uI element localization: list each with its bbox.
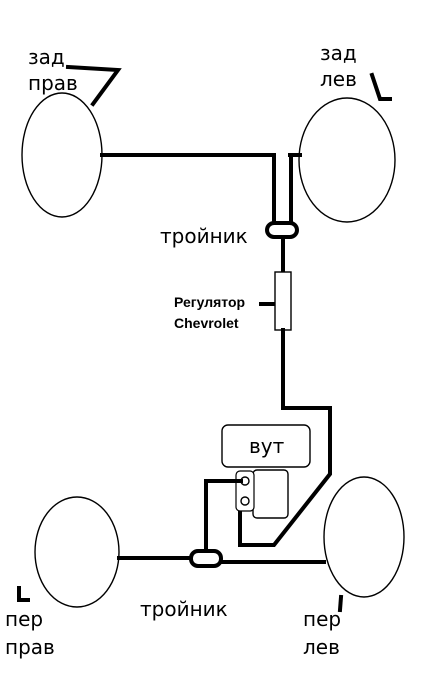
label-regulator: Регулятор Chevrolet bbox=[174, 294, 249, 331]
label-front-right-line2: прав bbox=[5, 635, 55, 659]
line-rear-left bbox=[288, 153, 302, 230]
master-cylinder-port-bottom bbox=[240, 496, 250, 506]
label-regulator-line2: Chevrolet bbox=[174, 315, 239, 331]
line-master-to-tee bbox=[204, 479, 243, 555]
pointer-front-right bbox=[17, 586, 30, 602]
wheel-rear-right bbox=[21, 92, 103, 218]
wheel-front-left bbox=[323, 476, 405, 598]
tee-bottom bbox=[189, 549, 223, 568]
label-front-left: пер лев bbox=[303, 607, 347, 659]
label-rear-right: зад прав bbox=[28, 45, 78, 95]
tee-top bbox=[265, 221, 299, 239]
regulator bbox=[274, 271, 292, 331]
label-tee-top: тройник bbox=[160, 224, 248, 248]
pointer-rear-left bbox=[369, 72, 392, 101]
label-regulator-line1: Регулятор bbox=[174, 294, 245, 310]
label-front-right: пер прав bbox=[5, 607, 55, 659]
label-master-cylinder: вут bbox=[249, 434, 285, 458]
label-rear-right-line1: зад bbox=[28, 45, 65, 69]
pointer-front-left bbox=[337, 594, 344, 613]
wheel-front-right bbox=[34, 496, 120, 608]
master-cylinder-box bbox=[221, 424, 311, 468]
label-tee-bottom: тройник bbox=[140, 597, 228, 621]
line-rear-right bbox=[100, 153, 276, 230]
label-rear-left-line1: зад bbox=[320, 41, 357, 65]
master-cylinder-body bbox=[252, 469, 289, 519]
label-front-left-line2: лев bbox=[303, 635, 340, 659]
pointer-rear-right bbox=[65, 64, 122, 107]
label-rear-right-line2: прав bbox=[28, 71, 78, 95]
label-front-left-line1: пер bbox=[303, 607, 341, 631]
line-regulator-to-master bbox=[238, 328, 332, 547]
label-rear-left-line2: лев bbox=[320, 67, 357, 91]
wheel-rear-left bbox=[298, 97, 396, 223]
label-rear-left: зад лев bbox=[320, 41, 363, 91]
line-front bbox=[117, 556, 326, 564]
label-front-right-line1: пер bbox=[5, 607, 43, 631]
